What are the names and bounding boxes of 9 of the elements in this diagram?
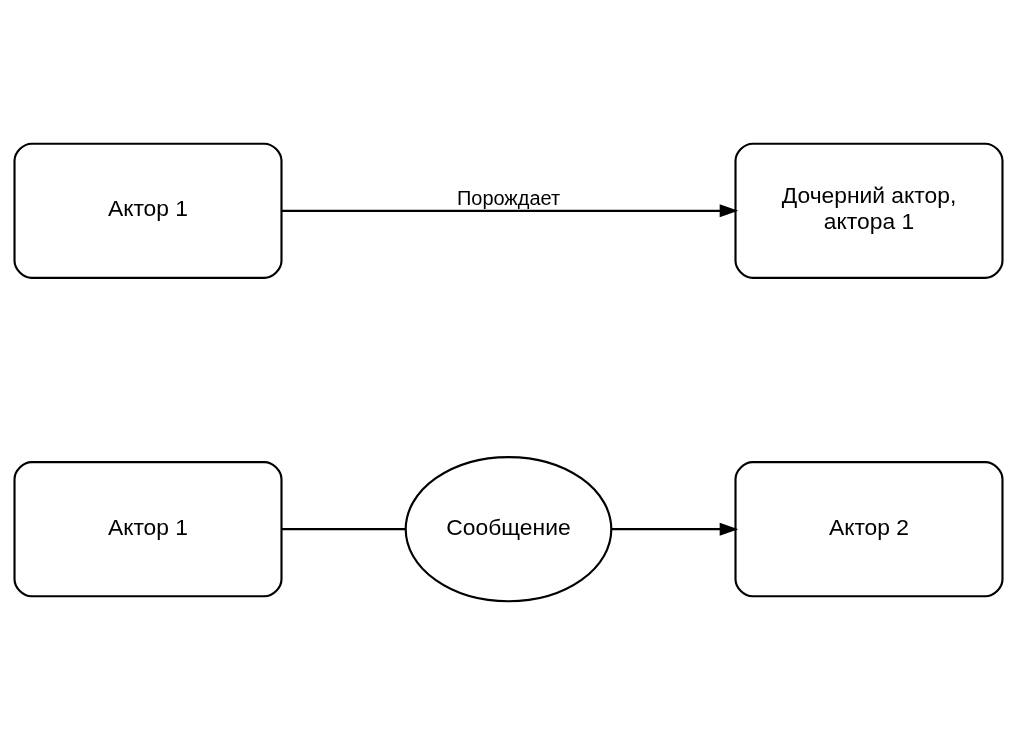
- node-box: Актор 1: [13, 142, 283, 279]
- arrow: [611, 522, 739, 536]
- connector: [281, 527, 406, 530]
- edge-label: Порождает: [456, 186, 561, 209]
- node-box: Актор 2: [734, 460, 1004, 597]
- node-ellipse: Сообщение: [404, 455, 613, 602]
- node-box: Дочерний актор, актора 1: [734, 142, 1004, 279]
- arrow: [281, 203, 739, 217]
- node-box: Актор 1: [13, 460, 283, 597]
